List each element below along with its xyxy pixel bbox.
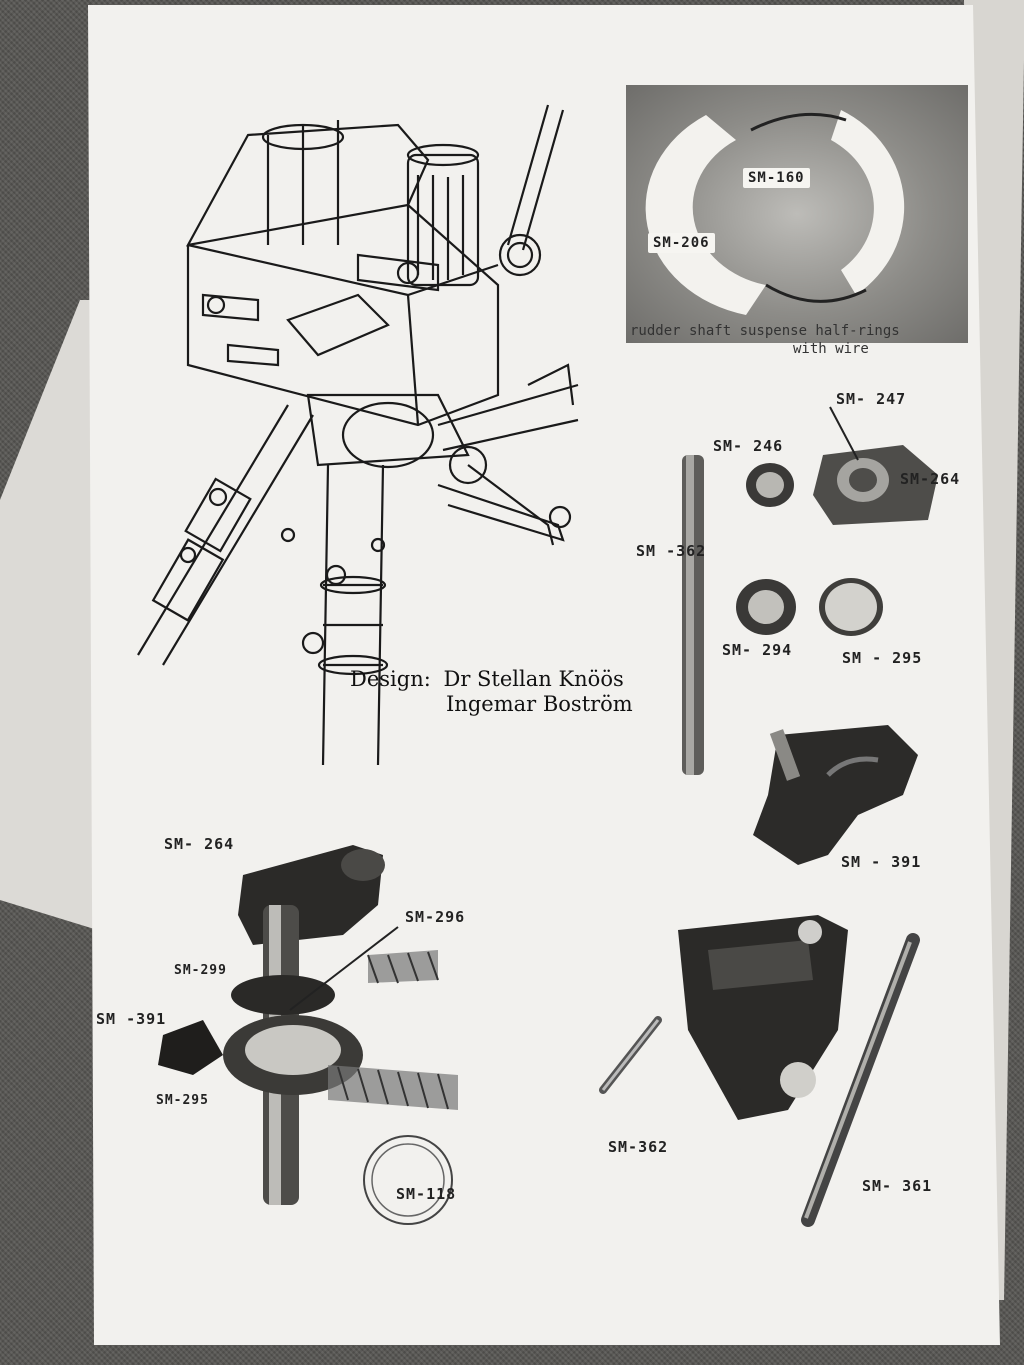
document-page: SM-160 SM-206 rudder shaft suspense half…	[88, 5, 1000, 1345]
label-sm-206: SM-206	[648, 233, 715, 253]
label-sm-361: SM- 361	[862, 1177, 933, 1195]
label-sm-264-left: SM- 264	[164, 835, 235, 853]
designer-name-2: Ingemar Boström	[446, 692, 633, 716]
label-sm-294: SM- 294	[722, 641, 793, 659]
half-rings-shape	[645, 110, 905, 315]
half-rings-caption-line1: rudder shaft suspense half-rings	[630, 323, 900, 339]
label-sm-264-right: SM-264	[900, 470, 961, 488]
parts-photos-right	[682, 445, 938, 775]
housing-photo	[599, 915, 920, 1227]
sm-247-pointer	[829, 406, 859, 461]
label-sm-362-right: SM -362	[636, 542, 707, 560]
assembly-photo-left	[158, 845, 458, 1225]
design-prefix: Design:	[350, 667, 431, 691]
label-sm-362-housing: SM-362	[608, 1138, 669, 1156]
rudder-assembly-drawing	[137, 104, 579, 766]
label-sm-247: SM- 247	[836, 390, 907, 408]
label-sm-246: SM- 246	[713, 437, 784, 455]
label-sm-296: SM-296	[405, 908, 466, 926]
label-sm-118: SM-118	[396, 1185, 457, 1203]
design-credit: Design: Dr Stellan Knöös Ingemar Boström	[350, 667, 633, 717]
half-rings-caption-line2: with wire	[793, 341, 869, 357]
label-sm-299: SM-299	[174, 963, 227, 978]
sm-296-pointer	[289, 926, 399, 1011]
label-sm-295-left: SM-295	[156, 1093, 209, 1108]
clamp-photo	[753, 725, 918, 865]
label-sm-160: SM-160	[743, 168, 810, 188]
half-rings-photo: SM-160 SM-206	[626, 85, 968, 343]
label-sm-391-right: SM - 391	[841, 853, 922, 871]
designer-name-1: Dr Stellan Knöös	[443, 667, 624, 691]
label-sm-295-right: SM - 295	[842, 649, 923, 667]
label-sm-391-left: SM -391	[96, 1010, 167, 1028]
